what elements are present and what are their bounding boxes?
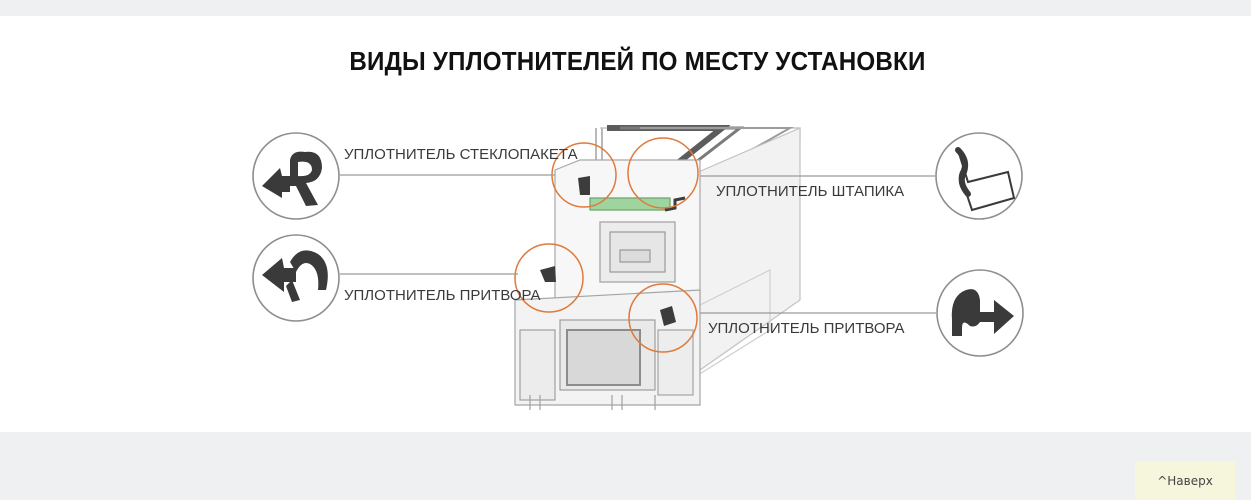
window-profile-illustration (514, 125, 801, 410)
rebate-seal-profile-icon-right (936, 269, 1024, 357)
label-rebate-seal-left: УПЛОТНИТЕЛЬ ПРИТВОРА (344, 287, 541, 304)
rebate-seal-profile-icon (252, 234, 340, 322)
highlight-circle-rebate-seal-left (514, 243, 584, 313)
label-glazing-bead-seal: УПЛОТНИТЕЛЬ ШТАПИКА (716, 183, 905, 200)
glass-unit-seal-profile-icon (252, 132, 340, 220)
highlight-circle-rebate-seal-right (628, 283, 698, 353)
glazing-bead-seal-profile-icon (935, 132, 1023, 220)
label-glass-unit-seal: УПЛОТНИТЕЛЬ СТЕКЛОПАКЕТА (344, 146, 578, 163)
highlight-circle-glazing-bead-seal (627, 137, 699, 209)
page-title: ВИДЫ УПЛОТНИТЕЛЕЙ ПО МЕСТУ УСТАНОВКИ (349, 46, 926, 76)
back-to-top-button[interactable]: ^Наверх (1135, 461, 1235, 500)
label-rebate-seal-right: УПЛОТНИТЕЛЬ ПРИТВОРА (708, 320, 905, 337)
